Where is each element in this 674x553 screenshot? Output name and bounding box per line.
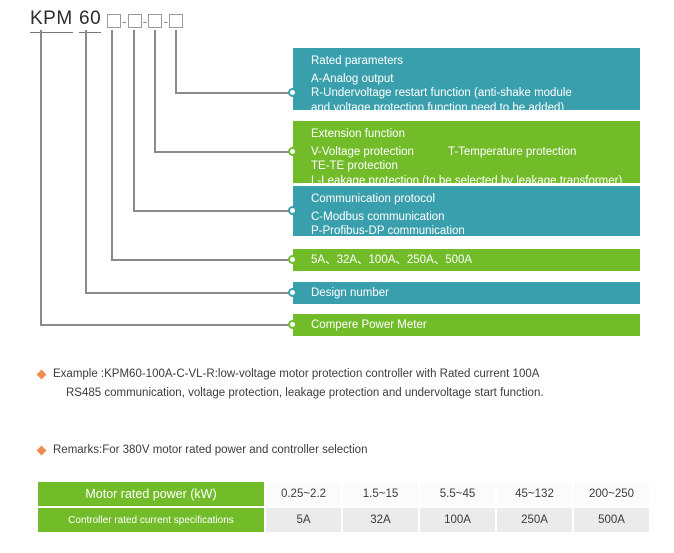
table-cell-power-4: 45~132 (497, 482, 572, 506)
leader-hline-6 (40, 324, 297, 326)
leader-hline-4 (111, 259, 297, 261)
model-code-row: KPM 60 - - - (0, 0, 674, 42)
table-cell-power-2: 1.5~15 (343, 482, 418, 506)
box-line-temperature-protection: T-Temperature protection (447, 145, 577, 158)
connector-dot-extension-function (288, 147, 297, 156)
box-line-te-protection: TE-TE protection (311, 160, 398, 172)
box-line-voltage-temperature: V-Voltage protection T-Temperature protec… (311, 145, 640, 160)
info-box-design-number: Design number (293, 282, 640, 304)
code-series: 60 (79, 8, 102, 33)
code-placeholder-1 (107, 14, 121, 28)
table-cell-current-3: 100A (420, 508, 495, 532)
box-title-design-number: Design number (311, 286, 389, 299)
leader-hline-2 (154, 151, 297, 153)
code-placeholder-boxes: - - - (107, 13, 184, 29)
example-bullet-icon (36, 369, 47, 380)
box-line-undervoltage-restart-2: and voltage protection function need to … (311, 101, 565, 114)
example-note: Example :KPM60-100A-C-VL-R:low-voltage m… (53, 365, 544, 403)
code-separator-2: - (142, 13, 148, 29)
box-title-extension-function: Extension function (311, 128, 405, 140)
leader-vline-1 (175, 30, 177, 93)
table-cell-power-1: 0.25~2.2 (266, 482, 341, 506)
table-row-controller-current: Controller rated current specifications … (38, 508, 649, 532)
leader-vline-5 (85, 30, 87, 293)
example-note-line2: RS485 communication, voltage protection,… (66, 387, 544, 399)
leader-hline-1 (175, 92, 297, 94)
table-cell-power-5: 200~250 (574, 482, 649, 506)
table-cell-current-5: 500A (574, 508, 649, 532)
code-prefix: KPM (30, 8, 73, 33)
remarks-note: Remarks:For 380V motor rated power and c… (53, 444, 368, 456)
connector-dot-communication-protocol (288, 206, 297, 215)
code-placeholder-4 (169, 14, 184, 28)
table-row-motor-power: Motor rated power (kW) 0.25~2.2 1.5~15 5… (38, 482, 649, 506)
code-separator-3: - (163, 13, 169, 29)
box-line-analog-output: A-Analog output (311, 72, 394, 85)
example-note-line1: Example :KPM60-100A-C-VL-R:low-voltage m… (53, 368, 540, 380)
connector-dot-rated-parameters (288, 88, 297, 97)
code-placeholder-2 (127, 14, 142, 28)
leader-hline-5 (85, 292, 297, 294)
leader-vline-4 (111, 30, 113, 260)
info-box-product-name: Compere Power Meter (293, 314, 640, 336)
box-title-rated-parameters: Rated parameters (311, 55, 404, 67)
leader-vline-3 (133, 30, 135, 211)
box-title-product-name: Compere Power Meter (311, 318, 427, 331)
connector-dot-design-number (288, 288, 297, 297)
box-line-modbus: C-Modbus communication (311, 210, 445, 223)
code-separator-1: - (122, 13, 127, 29)
box-line-leakage-protection: L-Leakage protection (to be selected by … (311, 174, 623, 187)
box-line-profibus: P-Profibus-DP communication (311, 225, 465, 237)
connector-dot-product-name (288, 320, 297, 329)
connector-dot-current-ratings (288, 255, 297, 264)
info-box-rated-parameters: Rated parameters A-Analog output R-Under… (293, 48, 640, 114)
info-box-current-ratings: 5A、32A、100A、250A、500A (293, 249, 640, 271)
leader-vline-6 (40, 30, 42, 325)
table-cell-current-2: 32A (343, 508, 418, 532)
table-cell-power-3: 5.5~45 (420, 482, 495, 506)
remarks-bullet-icon (36, 445, 47, 456)
table-header-motor-power: Motor rated power (kW) (38, 482, 264, 506)
box-title-current-ratings: 5A、32A、100A、250A、500A (311, 253, 473, 266)
box-title-communication-protocol: Communication protocol (311, 193, 436, 205)
table-cell-current-4: 250A (497, 508, 572, 532)
code-placeholder-3 (148, 14, 163, 28)
table-cell-current-1: 5A (266, 508, 341, 532)
info-box-communication-protocol: Communication protocol C-Modbus communic… (293, 186, 640, 237)
box-line-voltage-protection: V-Voltage protection (311, 145, 414, 158)
selection-table: Motor rated power (kW) 0.25~2.2 1.5~15 5… (38, 482, 649, 534)
table-header-controller-current: Controller rated current specifications (38, 508, 264, 532)
leader-vline-2 (154, 30, 156, 152)
box-line-undervoltage-restart-1: R-Undervoltage restart function (anti-sh… (311, 87, 572, 99)
leader-hline-3 (133, 210, 297, 212)
